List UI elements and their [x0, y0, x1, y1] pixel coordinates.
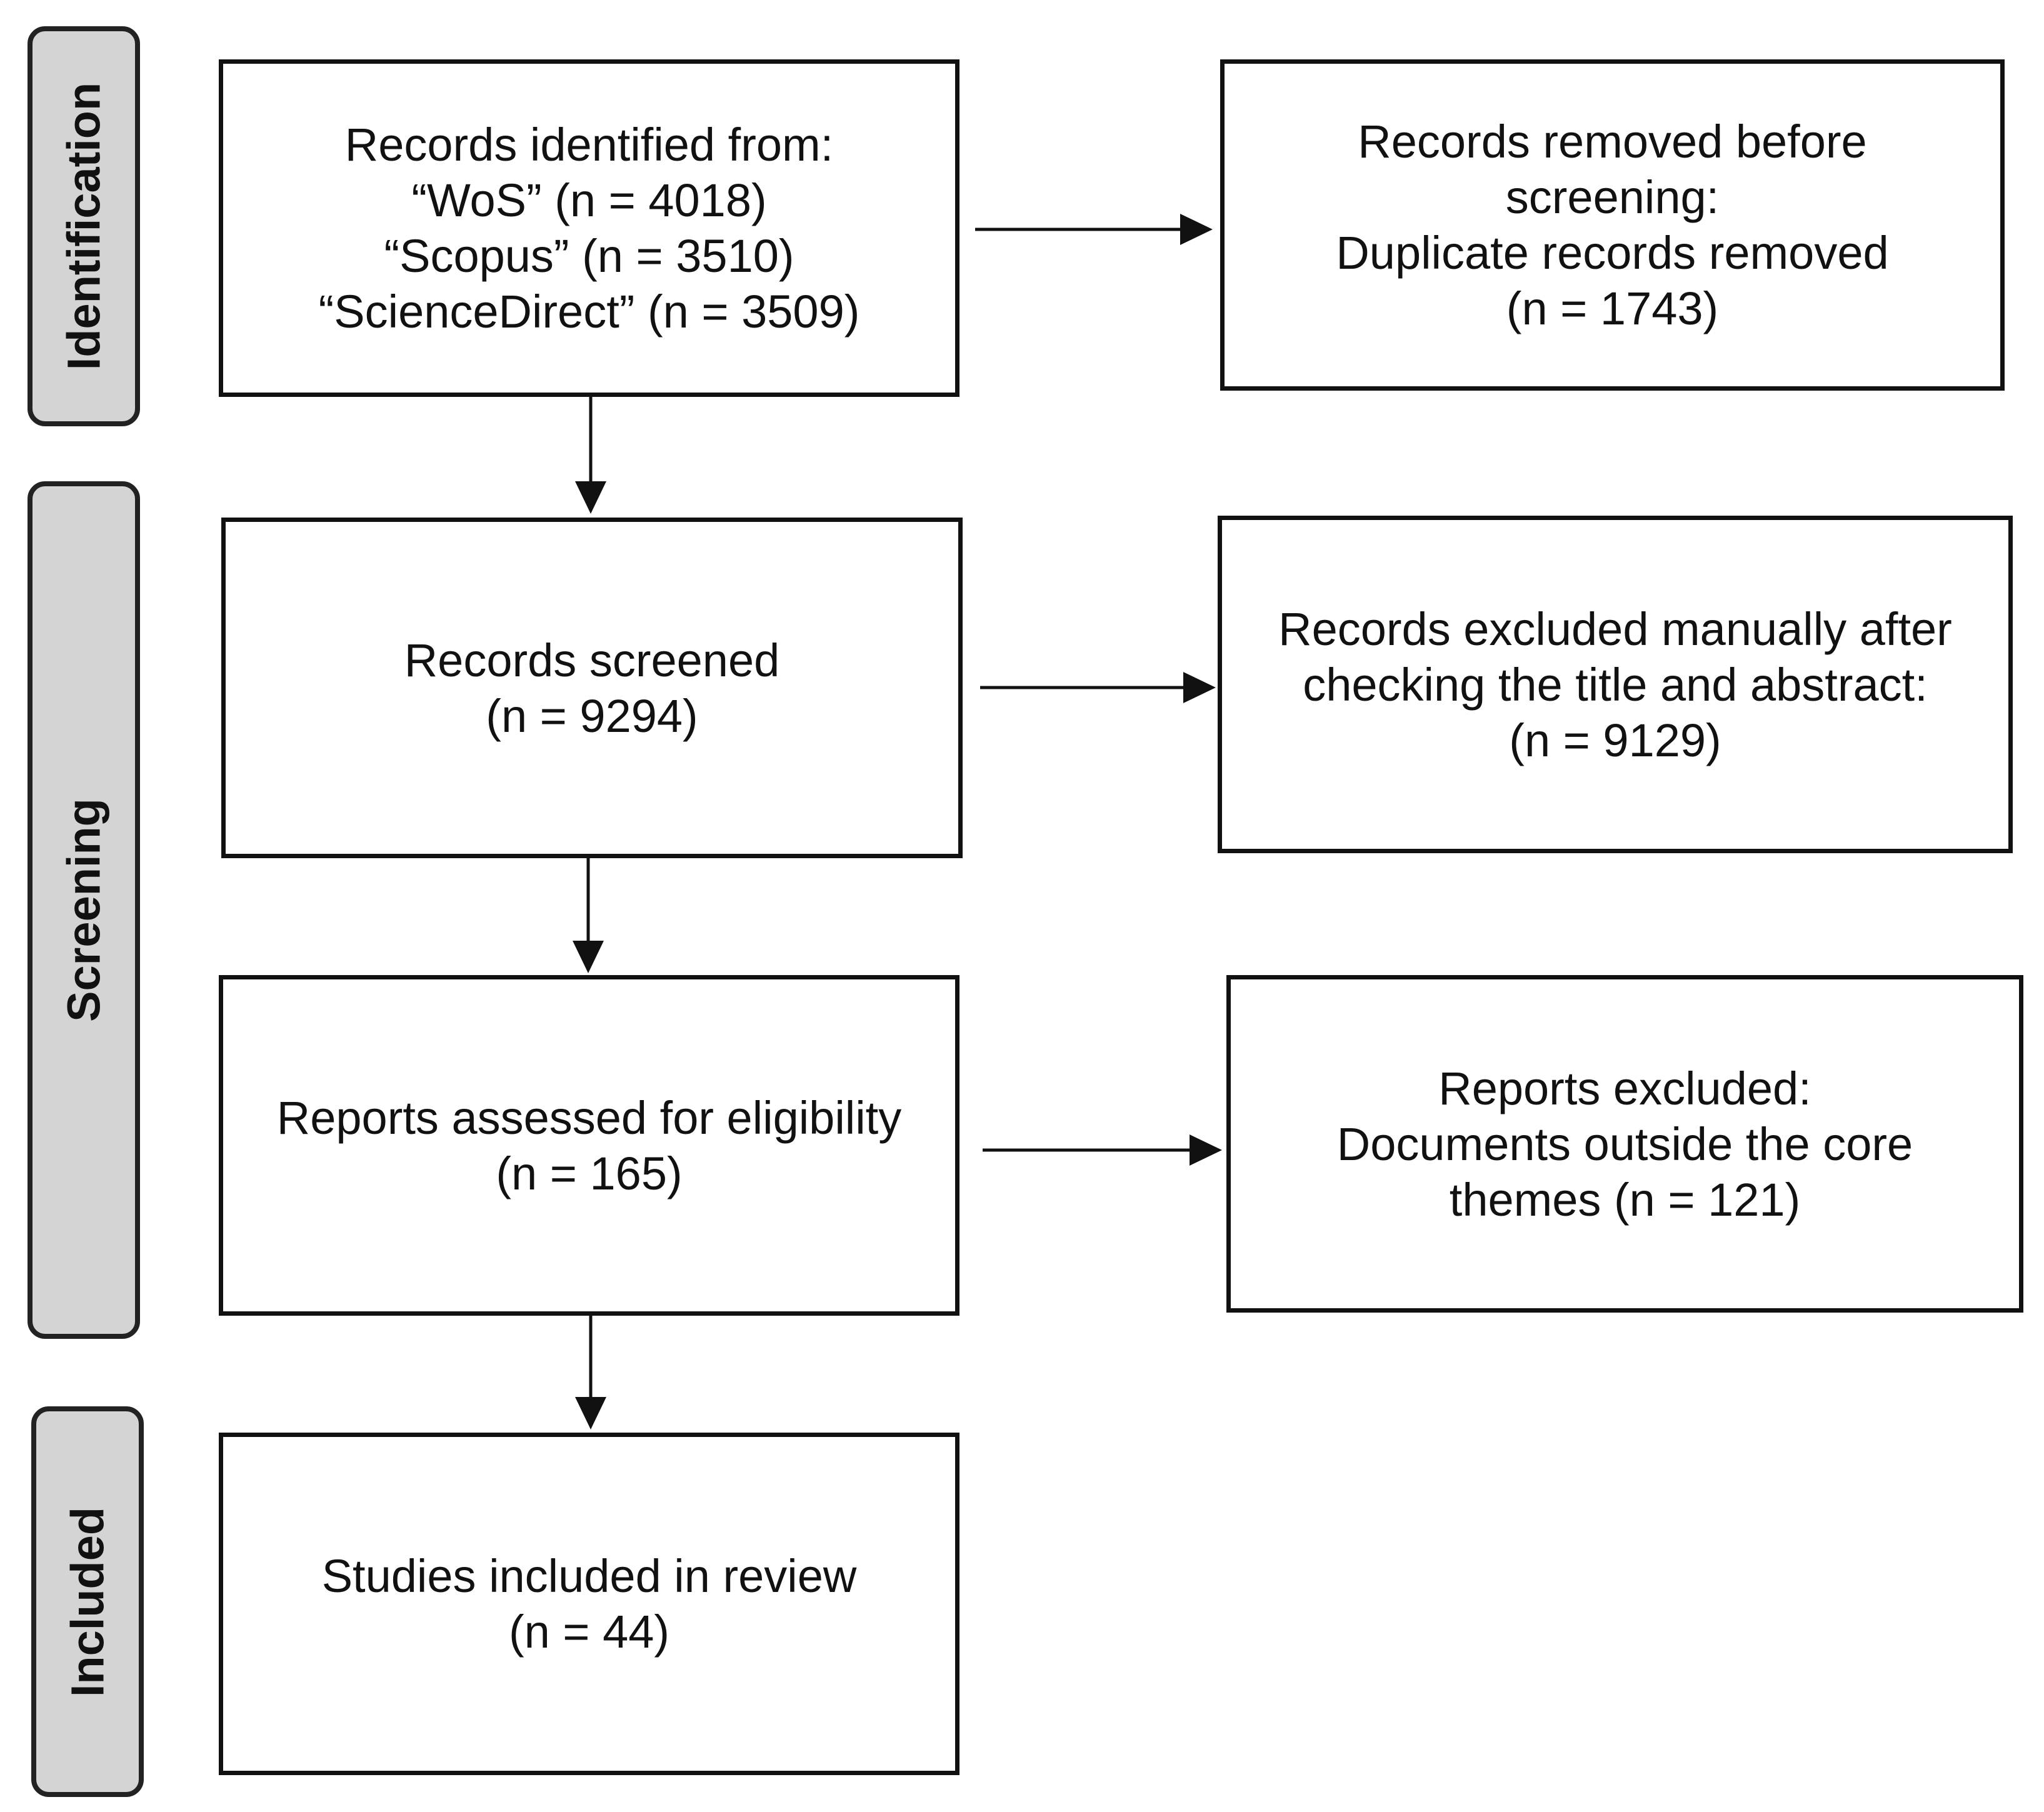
arrowhead-identified-to-removed: [1180, 214, 1213, 245]
records-removed-count: (n = 1743): [1506, 283, 1719, 334]
studies-included-count: (n = 44): [508, 1606, 670, 1658]
reports-assessed-count: (n = 165): [496, 1147, 683, 1199]
stage-identification: Identification: [28, 26, 140, 426]
records-removed-line-1: Records removed before: [1358, 116, 1867, 168]
reports-assessed-line-1: Reports assessed for eligibility: [276, 1091, 902, 1144]
reports-excluded-line-1: Reports excluded:: [1438, 1062, 1811, 1114]
records-screened-count: (n = 9294): [486, 689, 698, 742]
arrowhead-identified-to-screened: [575, 481, 606, 514]
stage-included: Included: [31, 1406, 144, 1797]
arrowhead-screened-to-assessed: [573, 941, 604, 973]
records-excluded-manual-line-2: checking the title and abstract:: [1303, 658, 1928, 711]
reports-excluded-box: Reports excluded: Documents outside the …: [1226, 975, 2023, 1313]
records-identified-line-1: Records identified from:: [344, 119, 834, 171]
arrowhead-assessed-to-reports-excluded: [1190, 1134, 1222, 1166]
records-excluded-manual-box: Records excluded manually after checking…: [1218, 516, 2013, 853]
stage-screening: Screening: [28, 481, 140, 1339]
reports-excluded-line-3: themes (n = 121): [1449, 1173, 1801, 1226]
studies-included-box: Studies included in review (n = 44): [219, 1433, 959, 1775]
records-identified-box: Records identified from: “WoS” (n = 4018…: [219, 59, 959, 397]
studies-included-line-1: Studies included in review: [321, 1550, 857, 1602]
records-excluded-manual-count: (n = 9129): [1509, 714, 1721, 766]
arrowhead-screened-to-excluded: [1183, 672, 1216, 703]
reports-assessed-box: Reports assessed for eligibility (n = 16…: [219, 975, 959, 1316]
records-screened-box: Records screened (n = 9294): [221, 518, 963, 858]
records-excluded-manual-line-1: Records excluded manually after: [1278, 603, 1952, 655]
records-removed-line-3: Duplicate records removed: [1336, 227, 1889, 279]
records-identified-wos: “WoS” (n = 4018): [411, 174, 767, 226]
records-removed-line-2: screening:: [1505, 171, 1720, 223]
records-removed-box: Records removed before screening: Duplic…: [1220, 59, 2005, 391]
records-identified-scopus: “Scopus” (n = 3510): [384, 230, 794, 282]
reports-excluded-line-2: Documents outside the core: [1336, 1118, 1913, 1170]
arrowhead-assessed-to-included: [575, 1397, 606, 1429]
records-screened-line-1: Records screened: [404, 634, 780, 686]
records-identified-sciencedirect: “ScienceDirect” (n = 3509): [318, 286, 860, 338]
